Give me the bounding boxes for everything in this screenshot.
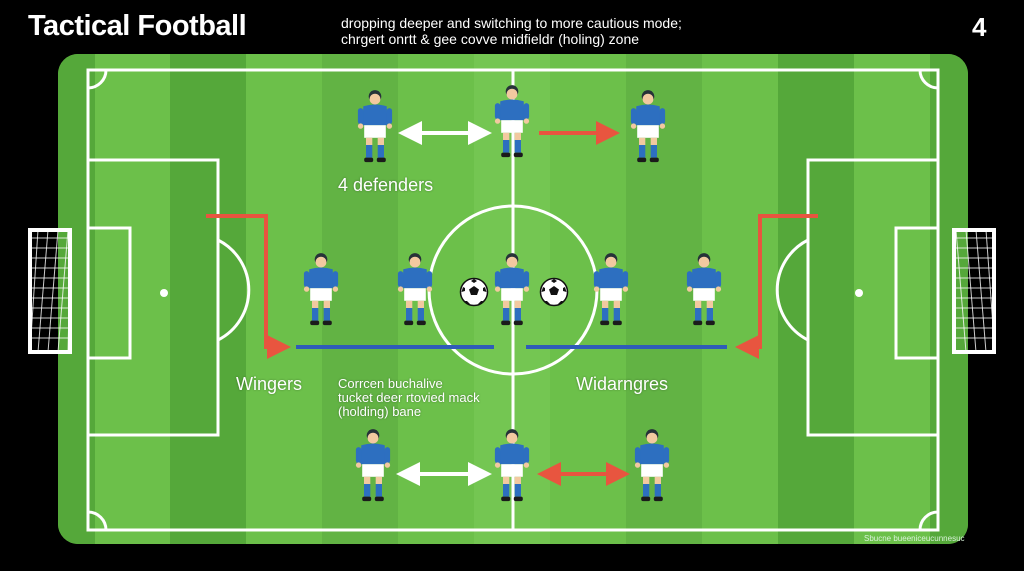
- wide-players-label: Widarngres: [576, 374, 669, 394]
- tactical-arrows: [206, 121, 818, 486]
- pitch-markings: [86, 68, 940, 532]
- subtitle-line-1: dropping deeper and switching to more ca…: [341, 15, 682, 31]
- wingers-label: Wingers: [236, 374, 303, 394]
- soccer-ball-icon: [459, 277, 489, 307]
- soccer-ball-icon: [539, 277, 569, 307]
- page-subtitle: dropping deeper and switching to more ca…: [341, 15, 761, 47]
- page-number: 4: [972, 12, 987, 42]
- red-arrow-right: [735, 214, 818, 359]
- red-arrow-left: [206, 214, 291, 359]
- holding-zone-note: Corrcen buchalive tucket deer rtovied ma…: [338, 376, 480, 419]
- subtitle-line-2: chrgert onrtt & gee covve midfieldr (hol…: [341, 31, 640, 47]
- goal-net-icon: [28, 228, 72, 354]
- page-title: Tactical Football: [28, 10, 247, 42]
- goal-net-icon: [952, 228, 996, 354]
- defenders-label: 4 defenders: [338, 175, 434, 195]
- source-credit: Sbucne bueeniceucunnesuc: [864, 534, 965, 543]
